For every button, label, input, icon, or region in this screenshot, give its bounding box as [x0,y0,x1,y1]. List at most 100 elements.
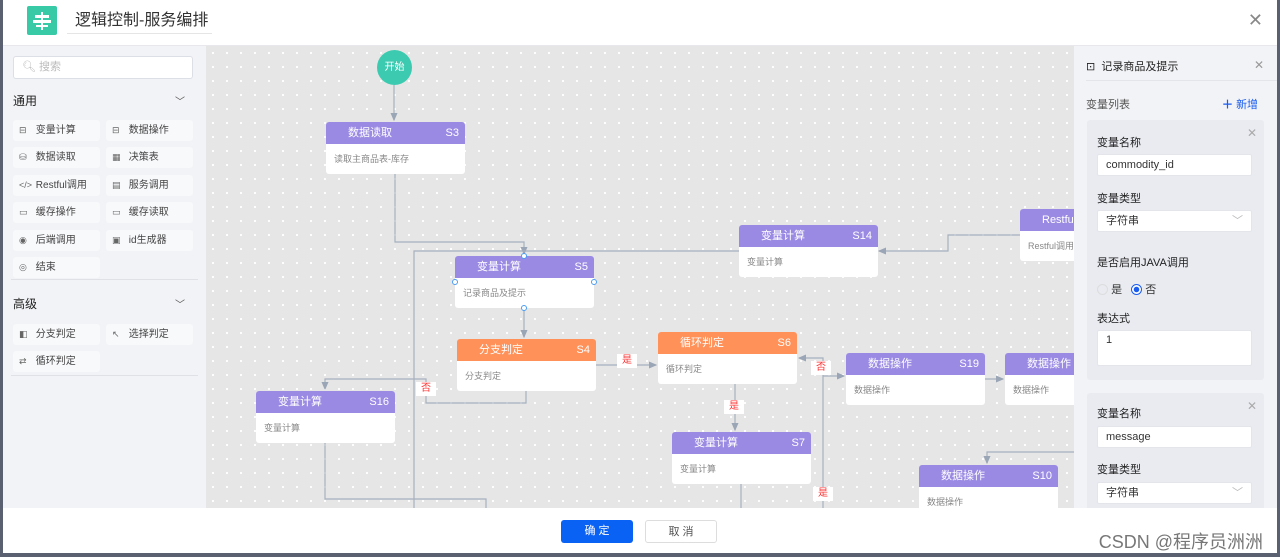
dialog-footer: 确 定 取 消 CSDN @程序员洲洲 [3,508,1277,553]
connection-port[interactable] [452,279,458,285]
dialog-title[interactable]: 逻辑控制-服务编排 [67,8,212,34]
node-id: S19 [959,358,979,370]
add-label: 新增 [1236,99,1259,111]
palette-item[interactable]: ◎ 结束 [13,257,100,278]
node-title: 分支判定 [479,344,523,356]
remove-variable-icon[interactable]: ✕ [1247,126,1258,140]
variable-card: ✕ 变量名称 commodity_id 变量类型 字符串﹀ 是否启用JAVA调用… [1087,120,1264,380]
palette-item-label: Restful调用 [35,179,87,191]
palette-item[interactable]: ◧ 分支判定 [13,324,100,345]
service-orchestration-dialog: 逻辑控制-服务编排 ✕ 🔍︎ 搜索 通用 ﹀ ⊟ 变量计算 ⊟ 数据操作 ⛁ 数据读… [3,0,1277,553]
edge-label-no: 否 [416,382,436,396]
palette-item[interactable]: ▣ id生成器 [106,229,193,251]
node-description: 数据操作 [927,497,964,507]
connection-port[interactable] [521,253,527,259]
node-title: 变量计算 [278,396,322,408]
node-properties-panel: ⊡ 记录商品及提示 ✕ 变量列表 ＋ 新增 ✕ 变量名称 commodity_i… [1074,46,1277,523]
divider [11,279,198,280]
node-description: 记录商品及提示 [463,288,527,298]
palette-item[interactable]: ◉ 后端调用 [13,229,100,251]
palette-item-label: 后端调用 [35,234,76,246]
node-description: 数据操作 [1013,385,1050,395]
edge-label-yes: 是 [617,354,637,368]
remove-variable-icon[interactable]: ✕ [1247,399,1258,413]
start-node[interactable]: 开始 [377,50,412,85]
variable-type-select[interactable]: 字符串﹀ [1097,482,1252,504]
node-description: Restful调用 [1028,241,1074,251]
node-title: 变量计算 [761,230,805,242]
add-variable-button[interactable]: ＋ 新增 [1222,96,1258,112]
palette-item[interactable]: ▦ 决策表 [106,147,193,169]
panel-title-text: 记录商品及提示 [1101,61,1179,73]
group-general-label: 通用 [13,94,38,108]
palette-item[interactable]: ▭ 缓存读取 [106,202,193,224]
node-palette: 🔍︎ 搜索 通用 ﹀ ⊟ 变量计算 ⊟ 数据操作 ⛁ 数据读取 ▦ 决策表 </> Re… [3,46,206,508]
palette-item[interactable]: ▭ 缓存操作 [13,202,100,224]
edge [413,250,739,508]
variable-type-select[interactable]: 字符串﹀ [1097,210,1252,232]
palette-item[interactable]: ▤ 服务调用 [106,174,193,196]
field-label: 表达式 [1097,313,1130,325]
palette-item[interactable]: </> Restful调用 [13,174,100,196]
node-title: Restful [1042,214,1074,226]
chevron-down-icon[interactable]: ﹀ [175,300,185,311]
close-icon[interactable]: ✕ [1254,58,1265,72]
edge [394,174,528,256]
variable-list-label: 变量列表 [1086,99,1130,111]
edge-label-yes: 是 [813,487,833,501]
confirm-button[interactable]: 确 定 [561,520,633,543]
node-header: 数据操作 S19 [846,353,985,375]
palette-item[interactable]: ⊟ 变量计算 [13,120,100,141]
palette-item[interactable]: ⇄ 循环判定 [13,351,100,373]
expression-textarea[interactable]: 1 [1097,330,1252,366]
node-id: S10 [1032,470,1052,482]
field-label: 变量名称 [1097,137,1141,149]
divider [11,375,198,376]
play-circle-icon: ◉ [19,234,27,245]
node-description: 读取主商品表-库存 [334,154,409,164]
variable-name-input[interactable]: message [1097,426,1252,448]
node-title: 数据操作 [868,358,912,370]
variable-name-input[interactable]: commodity_id [1097,154,1252,176]
node-id: S4 [576,344,590,356]
palette-item-label: 结束 [35,262,56,273]
flow-node[interactable]: 数据操作数据操作 [1005,353,1074,405]
search-icon: 🔍︎ [22,61,36,73]
node-header: 数据操作 [1005,353,1074,375]
palette-item-label: id生成器 [128,234,167,246]
close-icon[interactable]: ✕ [1247,10,1263,30]
search-placeholder: 搜索 [39,61,62,73]
cancel-button[interactable]: 取 消 [645,520,717,543]
palette-item[interactable]: ↖ 选择判定 [106,324,193,345]
radio-yes[interactable]: 是 [1097,284,1122,296]
chevron-down-icon: ﹀ [1232,215,1243,227]
node-description: 变量计算 [264,423,301,433]
radio-no[interactable]: 否 [1131,284,1156,296]
search-input[interactable]: 🔍︎ 搜索 [13,56,193,79]
node-description: 变量计算 [680,464,717,474]
palette-item[interactable]: ⊟ 数据操作 [106,120,193,141]
connection-port[interactable] [591,279,597,285]
palette-item[interactable]: ⛁ 数据读取 [13,147,100,169]
chevron-down-icon[interactable]: ﹀ [175,97,185,108]
edge [877,234,1020,255]
chevron-down-icon: ﹀ [1232,487,1243,499]
edges [321,85,1074,508]
field-label: 变量名称 [1097,408,1141,420]
connection-port[interactable] [521,305,527,311]
